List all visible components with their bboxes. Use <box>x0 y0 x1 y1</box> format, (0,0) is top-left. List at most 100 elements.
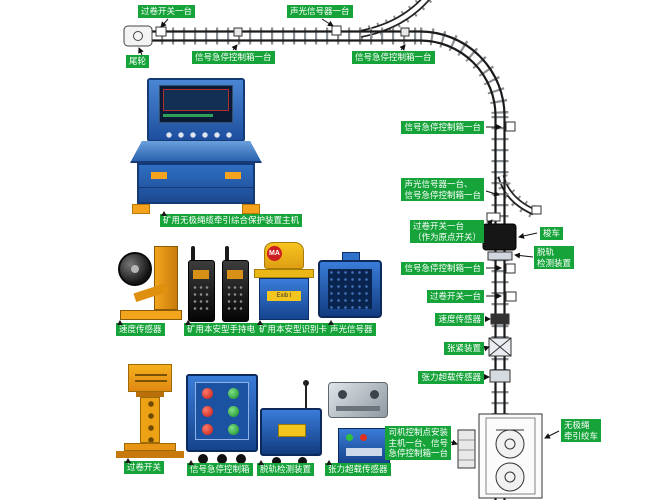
derail-gland-1 <box>272 457 281 466</box>
overwind-base-2 <box>116 451 184 458</box>
estop-gland-1 <box>198 454 208 464</box>
speed-sensor-item <box>490 313 510 325</box>
overload-led-red <box>360 434 367 441</box>
estop-button-green-3 <box>228 424 239 435</box>
overwind-item-r <box>505 291 517 302</box>
speed-sensor-photo <box>118 246 184 322</box>
console-handle-left <box>151 172 167 179</box>
overload-strip <box>346 448 382 456</box>
winch-drum-2 <box>495 462 525 492</box>
label-console: 矿用无极绳缆牵引综合保护装置主机 <box>160 211 303 227</box>
overwind-column <box>140 397 160 443</box>
sound-light-item <box>331 25 342 36</box>
estop-box-photo <box>186 374 258 466</box>
label-derail-r: 脱轨 检测装置 <box>534 246 575 270</box>
label-line: 检测装置 <box>537 257 572 268</box>
radio-antenna-1 <box>191 246 195 262</box>
console-screen-content <box>163 89 229 111</box>
overload-bolt-2 <box>370 390 379 399</box>
console-screen-bar <box>163 114 213 117</box>
label-line: 无极绳 <box>564 420 590 430</box>
label-tension-overload-r: 张力超载传感器 <box>418 371 484 384</box>
label-speed-sensor: 速度传感器 <box>116 320 165 336</box>
console-cabinet-line <box>139 187 253 188</box>
origin-switch-item <box>486 212 501 222</box>
shuttle-car-item <box>482 223 517 251</box>
tensioner-cross <box>488 337 512 357</box>
label-estop-h2: 信号急停控制箱一台 <box>352 51 435 64</box>
label-line: （作为原点开关） <box>412 231 481 242</box>
tension-overload-item <box>489 369 511 383</box>
radio-antenna-2 <box>225 246 229 262</box>
estop-gland-3 <box>236 454 246 464</box>
overwind-base-1 <box>124 443 176 451</box>
derail-body <box>260 408 322 456</box>
console-keyboard-shelf <box>130 141 262 163</box>
speed-sensor-base <box>120 310 182 320</box>
label-line: 信号急停控制箱一台 <box>404 189 481 200</box>
id-card-plate <box>254 269 314 278</box>
console-buttons <box>161 126 233 138</box>
console-handle-right <box>225 172 241 179</box>
id-card-cert-strip: Exib I <box>267 291 301 301</box>
branch-end-item <box>531 205 542 215</box>
estop-gland-2 <box>217 454 227 464</box>
sound-light-speaker <box>328 269 372 309</box>
handheld-radio-photo <box>188 246 252 324</box>
label-shuttle-car: 梭车 <box>540 227 564 240</box>
label-estop-r1: 信号急停控制箱一台 <box>401 121 484 134</box>
label-estop-box: 信号急停控制箱 <box>187 460 253 476</box>
winch-hub-2 <box>504 471 516 483</box>
estop-item-h2 <box>400 27 410 37</box>
label-id-card: 矿用本安型识别卡 <box>256 320 331 336</box>
console-cabinet <box>137 163 255 204</box>
label-line: 牵引绞车 <box>564 430 599 441</box>
console-photo <box>130 78 262 214</box>
label-tension-overload: 张力超载传感器 <box>325 460 391 476</box>
label-sound-light-top: 声光信号器一台 <box>287 5 353 18</box>
derail-detector-item <box>487 251 513 261</box>
label-line: 司机控制点安装 <box>388 427 448 437</box>
driver-station-lines <box>458 439 475 461</box>
label-tensioner-r: 张紧装置 <box>443 342 484 355</box>
estop-button-green-1 <box>228 388 239 399</box>
label-overwind-switch-top: 过卷开关一台 <box>138 5 196 18</box>
label-overwind-origin: 过卷开关一台 （作为原点开关） <box>409 220 484 244</box>
label-soundlight-estop-r: 声光信号器一台、 信号急停控制箱一台 <box>401 178 484 202</box>
estop-button-red-1 <box>202 388 213 399</box>
derail-label-plate <box>278 424 306 437</box>
label-overwind-r: 过卷开关一台 <box>426 290 484 303</box>
label-line: 急停控制箱一台 <box>388 448 448 459</box>
speed-sensor-hub <box>131 265 139 273</box>
estop-item-r1 <box>505 121 516 132</box>
label-overwind-switch: 过卷开关 <box>124 458 165 474</box>
overwind-switch-item <box>155 26 167 37</box>
tail-wheel-circle <box>133 31 143 41</box>
label-driver-station: 司机控制点安装 主机一台、信号 急停控制箱一台 <box>385 426 451 460</box>
estop-button-red-2 <box>202 406 213 417</box>
label-handheld-radio: 矿用本安型手持电台 <box>184 320 267 336</box>
speed-sensor-plate <box>154 246 178 310</box>
overload-clamp <box>328 382 388 418</box>
estop-button-green-2 <box>228 406 239 417</box>
estop-button-red-3 <box>202 424 213 435</box>
label-line: 脱轨 <box>537 247 555 257</box>
label-line: 主机一台、信号 <box>388 437 448 448</box>
estop-item-h1 <box>233 27 243 37</box>
id-card-photo: MA Exib I <box>254 242 314 324</box>
overload-slot <box>336 406 380 411</box>
winch-drum-1 <box>495 429 525 459</box>
derail-antenna-tip <box>303 380 309 386</box>
derail-antenna <box>305 384 307 410</box>
label-winch: 无极绳 牵引绞车 <box>561 419 602 443</box>
label-estop-r2: 信号急停控制箱一台 <box>401 262 484 275</box>
radio-keypad-2 <box>226 284 245 310</box>
sound-light-photo <box>318 252 382 322</box>
tension-overload-photo <box>324 382 394 466</box>
tail-wheel-box <box>123 25 153 47</box>
console-foot-right <box>242 204 260 214</box>
overwind-collar <box>136 392 164 397</box>
console-foot-left <box>132 204 150 214</box>
radio-screen-1 <box>193 270 209 279</box>
